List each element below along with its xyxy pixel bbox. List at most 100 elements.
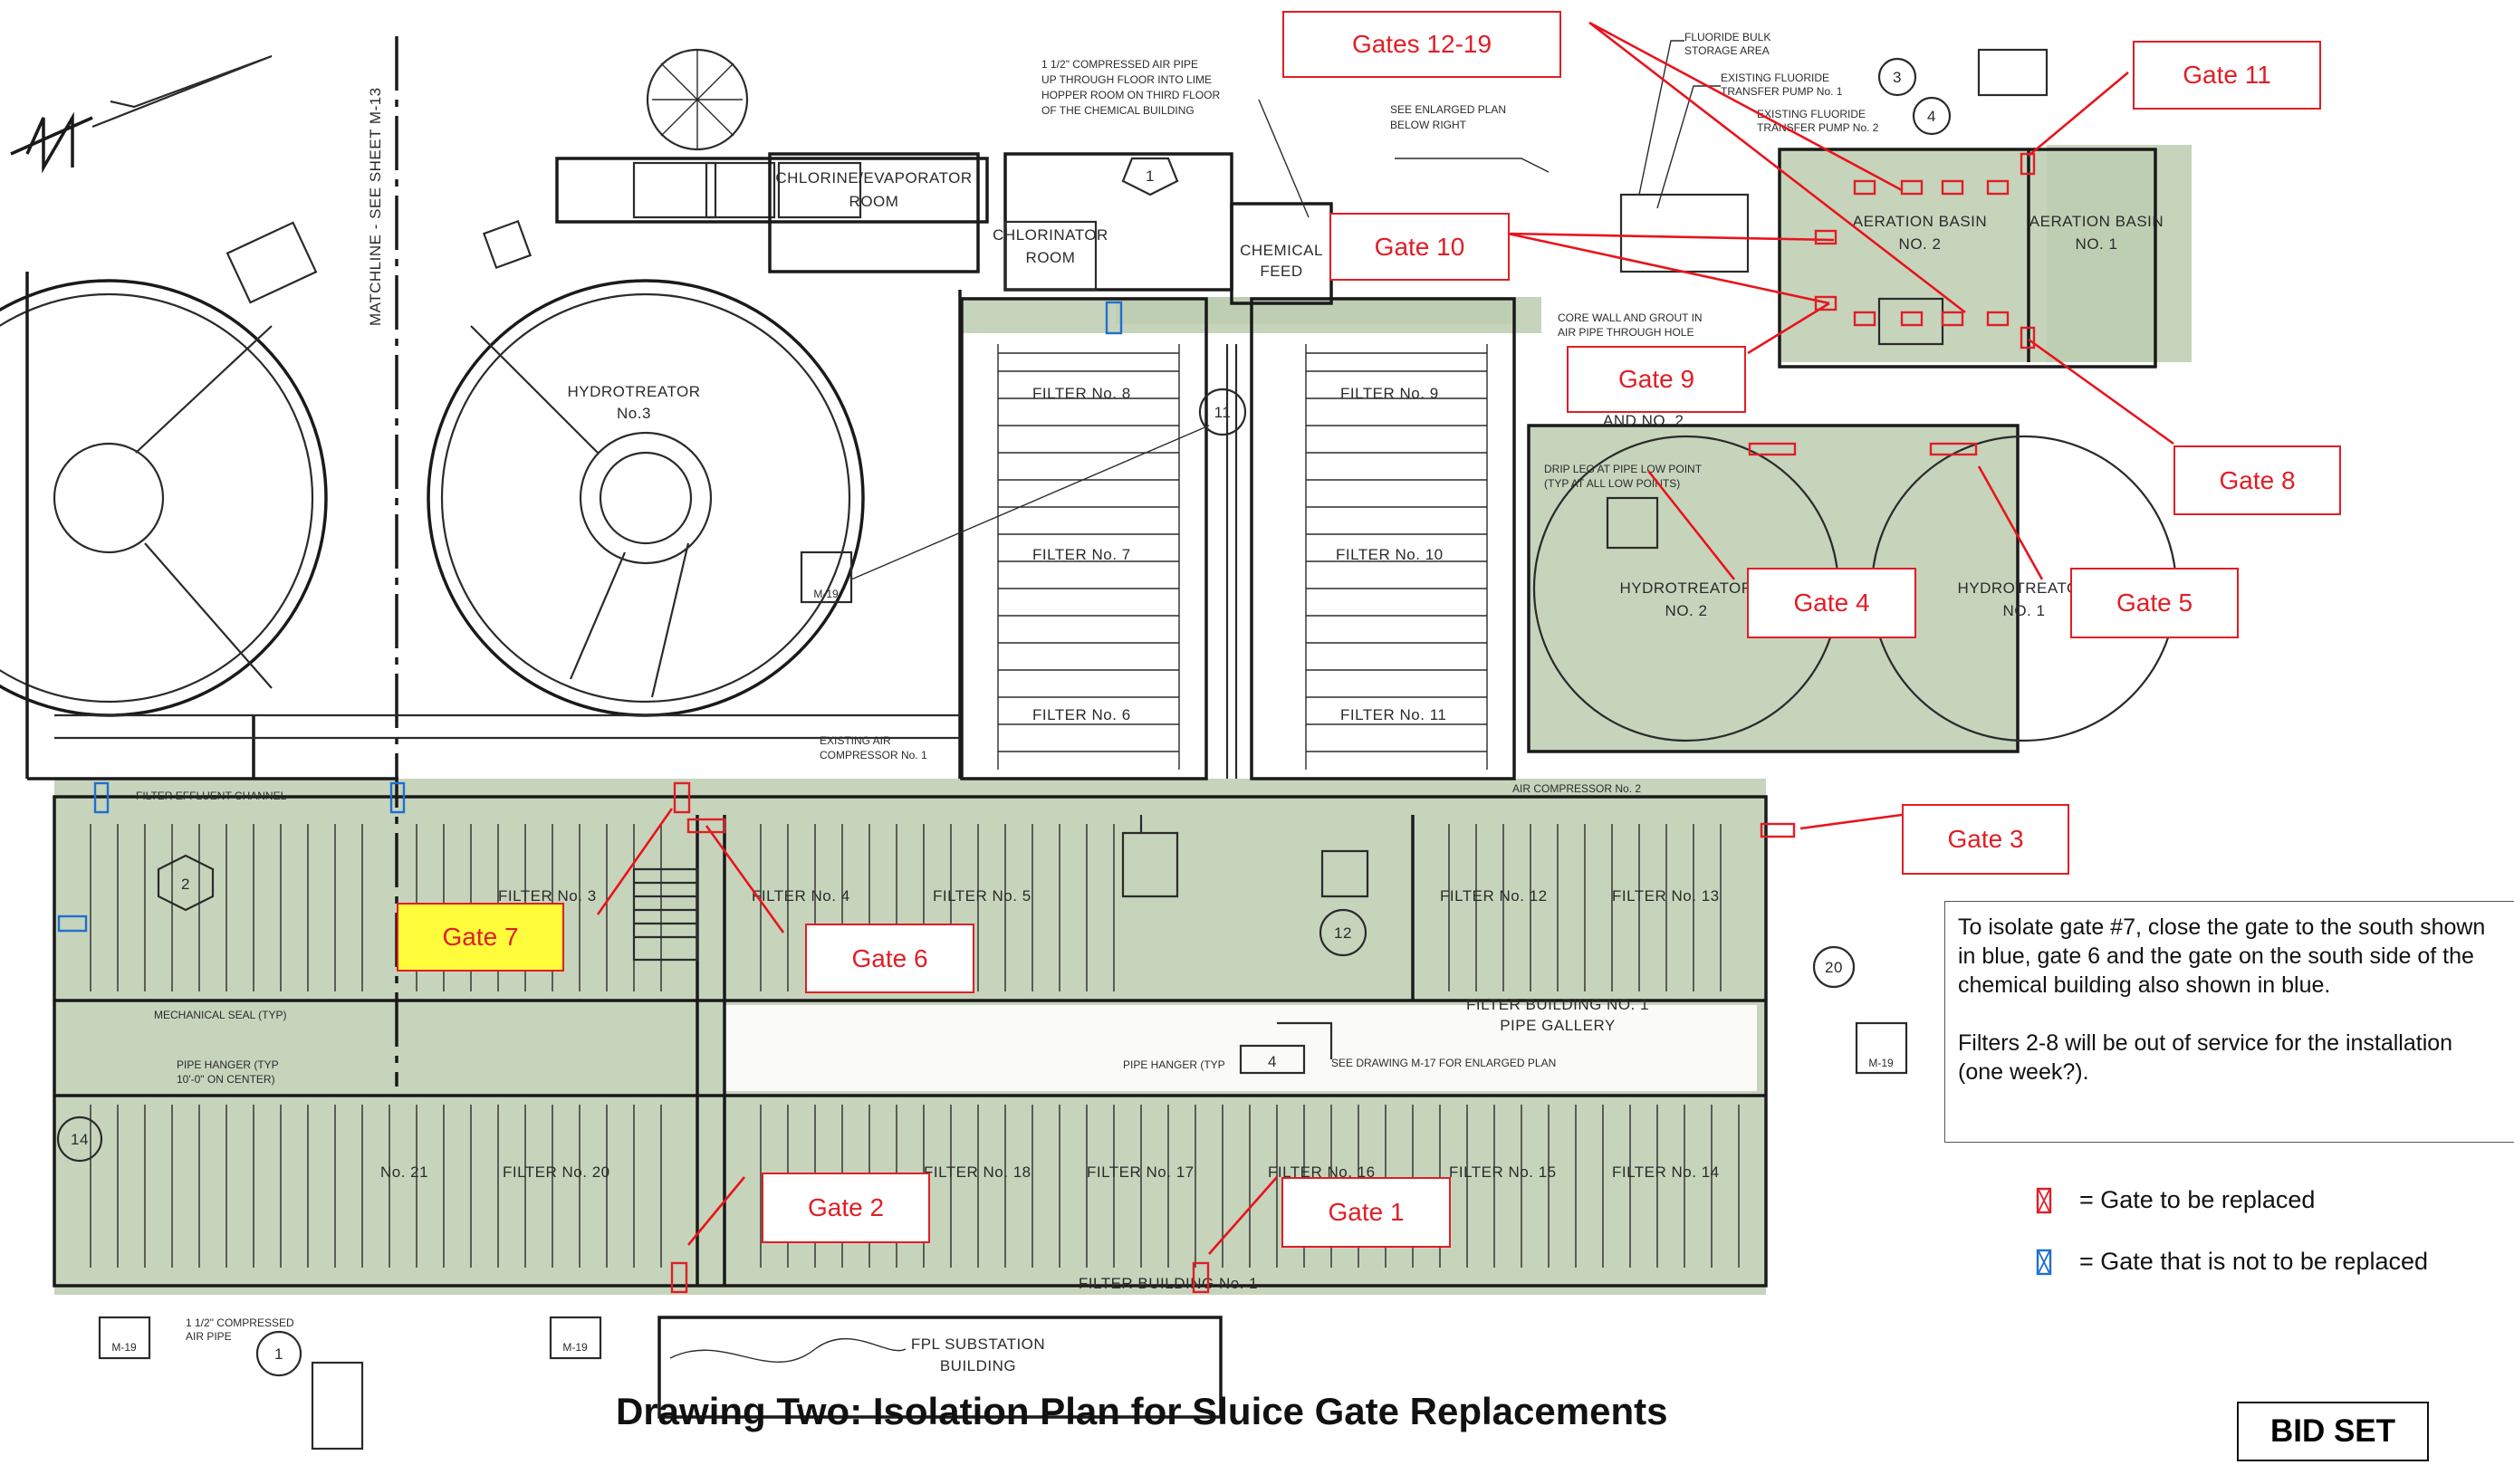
- svg-text:AIR PIPE THROUGH HOLE: AIR PIPE THROUGH HOLE: [1558, 326, 1694, 339]
- svg-text:HYDROTREATOR: HYDROTREATOR: [1619, 579, 1752, 597]
- svg-text:M-19: M-19: [111, 1341, 137, 1354]
- hydrotreators-1-2: HYDROTREATOR NO. 2 HYDROTREATOR NO. 1 AN…: [1527, 412, 2178, 753]
- svg-text:FILTER No. 9: FILTER No. 9: [1340, 385, 1439, 402]
- svg-text:SEE ENLARGED PLAN: SEE ENLARGED PLAN: [1390, 103, 1506, 116]
- svg-text:ROOM: ROOM: [849, 193, 899, 210]
- svg-text:CORE WALL AND GROUT IN: CORE WALL AND GROUT IN: [1558, 311, 1703, 324]
- svg-text:FEED: FEED: [1260, 263, 1302, 280]
- fpl-substation: FPL SUBSTATION BUILDING: [657, 1316, 1223, 1419]
- svg-text:DRIP LEG AT PIPE LOW POINT: DRIP LEG AT PIPE LOW POINT: [1544, 463, 1703, 475]
- svg-text:FLUORIDE BULK: FLUORIDE BULK: [1684, 31, 1770, 43]
- svg-text:HYDROTREATOR: HYDROTREATOR: [1957, 579, 2090, 597]
- svg-text:2: 2: [181, 876, 190, 893]
- filter-trough-lines: [997, 344, 1488, 770]
- svg-text:NO. 2: NO. 2: [1899, 235, 1942, 253]
- svg-text:STORAGE AREA: STORAGE AREA: [1684, 44, 1770, 57]
- callout-gate-2: Gate 2: [762, 1173, 930, 1243]
- svg-text:FILTER BUILDING No. 1: FILTER BUILDING No. 1: [1079, 1275, 1258, 1292]
- svg-text:SEE DRAWING M-17 FOR ENLARGED: SEE DRAWING M-17 FOR ENLARGED PLAN: [1331, 1057, 1556, 1069]
- svg-text:EXISTING AIR: EXISTING AIR: [820, 734, 891, 747]
- svg-text:AERATION BASIN: AERATION BASIN: [2029, 213, 2164, 230]
- svg-text:FILTER No. 4: FILTER No. 4: [752, 887, 850, 905]
- svg-text:NO. 1: NO. 1: [2003, 602, 2046, 619]
- svg-text:AIR COMPRESSOR No. 2: AIR COMPRESSOR No. 2: [1512, 782, 1641, 795]
- svg-text:OF THE CHEMICAL BUILDING: OF THE CHEMICAL BUILDING: [1041, 104, 1195, 117]
- svg-text:No. 21: No. 21: [380, 1163, 428, 1181]
- gate-markers: [57, 152, 2036, 1294]
- callout-gate-3: Gate 3: [1902, 804, 2069, 875]
- svg-text:FILTER No. 20: FILTER No. 20: [503, 1163, 610, 1181]
- svg-text:PIPE HANGER (TYP: PIPE HANGER (TYP: [177, 1058, 279, 1071]
- legend-replace-label: = Gate to be replaced: [2079, 1186, 2316, 1213]
- svg-text:1: 1: [274, 1345, 283, 1363]
- aeration-basins: AERATION BASIN NO. 2 AERATION BASIN NO. …: [1778, 148, 2164, 369]
- legend-keep-label: = Gate that is not to be replaced: [2079, 1248, 2429, 1275]
- drawing-title: Drawing Two: Isolation Plan for Sluice G…: [616, 1390, 1668, 1432]
- svg-text:12: 12: [1334, 924, 1352, 942]
- svg-text:EXISTING FLUORIDE: EXISTING FLUORIDE: [1721, 72, 1829, 84]
- svg-text:FILTER BUILDING NO. 1: FILTER BUILDING NO. 1: [1466, 996, 1649, 1013]
- svg-text:FILTER No. 7: FILTER No. 7: [1032, 546, 1131, 563]
- svg-text:FILTER EFFLUENT CHANNEL: FILTER EFFLUENT CHANNEL: [136, 790, 287, 802]
- svg-text:4: 4: [1927, 108, 1936, 125]
- svg-text:MECHANICAL SEAL (TYP): MECHANICAL SEAL (TYP): [154, 1009, 286, 1021]
- callout-gate-1: Gate 1: [1281, 1177, 1451, 1248]
- callout-gate-11: Gate 11: [2133, 41, 2321, 110]
- chlorinator-room: CHLORINATOR ROOM 1: [993, 152, 1233, 292]
- left-clarifier: [0, 279, 328, 717]
- hydrotreator-3: HYDROTREATOR No.3: [427, 279, 865, 717]
- svg-text:(TYP AT ALL LOW POINTS): (TYP AT ALL LOW POINTS): [1544, 477, 1680, 490]
- svg-text:PIPE HANGER (TYP: PIPE HANGER (TYP: [1123, 1058, 1225, 1071]
- svg-text:ROOM: ROOM: [1026, 249, 1076, 266]
- svg-text:M-19: M-19: [813, 588, 839, 600]
- svg-text:TRANSFER PUMP No. 1: TRANSFER PUMP No. 1: [1721, 85, 1843, 98]
- svg-text:4: 4: [1268, 1053, 1277, 1070]
- svg-text:FILTER No. 5: FILTER No. 5: [933, 887, 1032, 905]
- red-gate-icon: [2036, 1187, 2052, 1213]
- callout-gate-10: Gate 10: [1329, 213, 1510, 281]
- svg-text:NO. 1: NO. 1: [2076, 235, 2118, 253]
- svg-text:FILTER No. 11: FILTER No. 11: [1340, 706, 1446, 723]
- callout-gate-4: Gate 4: [1747, 568, 1916, 638]
- svg-text:FILTER No. 15: FILTER No. 15: [1449, 1163, 1557, 1181]
- isolation-note: To isolate gate #7, close the gate to th…: [1944, 901, 2514, 1143]
- callout-gate-9: Gate 9: [1567, 346, 1746, 413]
- svg-text:UP THROUGH FLOOR INTO LIME: UP THROUGH FLOOR INTO LIME: [1041, 73, 1212, 86]
- svg-text:14: 14: [71, 1131, 89, 1148]
- note-line-2: Filters 2-8 will be out of service for t…: [1958, 1030, 2453, 1085]
- svg-text:HOPPER ROOM ON THIRD FLOOR: HOPPER ROOM ON THIRD FLOOR: [1041, 89, 1220, 101]
- fluoride-area: FLUORIDE BULK STORAGE AREA EXISTING FLUO…: [1619, 31, 2049, 273]
- svg-text:CHLORINATOR: CHLORINATOR: [993, 226, 1108, 244]
- svg-text:EXISTING FLUORIDE: EXISTING FLUORIDE: [1757, 108, 1866, 120]
- svg-text:PIPE GALLERY: PIPE GALLERY: [1500, 1017, 1616, 1034]
- callout-gate-8: Gate 8: [2173, 445, 2341, 515]
- svg-text:1: 1: [1146, 168, 1155, 185]
- svg-text:1 1/2" COMPRESSED: 1 1/2" COMPRESSED: [186, 1316, 294, 1329]
- filter-building-1: FILTER No. 3 FILTER No. 4 FILTER No. 5 F…: [53, 782, 1908, 1292]
- chemical-feed-building: CHEMICAL FEED: [1230, 202, 1333, 305]
- svg-text:CHEMICAL: CHEMICAL: [1240, 242, 1323, 259]
- svg-text:M-19: M-19: [1868, 1057, 1894, 1069]
- callout-arrows: [596, 21, 2174, 1255]
- svg-text:BUILDING: BUILDING: [940, 1357, 1016, 1374]
- svg-text:AIR PIPE: AIR PIPE: [186, 1330, 232, 1343]
- svg-text:FILTER No. 3: FILTER No. 3: [498, 887, 597, 905]
- svg-text:FILTER No. 16: FILTER No. 16: [1268, 1163, 1376, 1181]
- svg-text:CHLORINE/EVAPORATOR: CHLORINE/EVAPORATOR: [775, 169, 972, 187]
- filter-block-upper: FILTER No. 8 FILTER No. 7 FILTER No. 6 F…: [800, 297, 1516, 780]
- svg-text:FILTER No. 12: FILTER No. 12: [1440, 887, 1548, 905]
- note-line-1: To isolate gate #7, close the gate to th…: [1958, 914, 2486, 998]
- svg-text:AND NO. 2: AND NO. 2: [1603, 412, 1684, 429]
- svg-text:FILTER No. 10: FILTER No. 10: [1336, 546, 1444, 563]
- svg-text:BELOW RIGHT: BELOW RIGHT: [1390, 119, 1467, 131]
- svg-text:FILTER No. 13: FILTER No. 13: [1612, 887, 1720, 905]
- svg-text:COMPRESSOR No. 1: COMPRESSOR No. 1: [820, 749, 927, 761]
- svg-text:11: 11: [1214, 404, 1232, 421]
- svg-text:1 1/2" COMPRESSED AIR PIPE: 1 1/2" COMPRESSED AIR PIPE: [1041, 58, 1198, 71]
- svg-text:FPL SUBSTATION: FPL SUBSTATION: [911, 1336, 1045, 1353]
- svg-text:M-19: M-19: [562, 1341, 588, 1354]
- north-arrow-icon: [10, 54, 273, 174]
- svg-text:3: 3: [1893, 69, 1902, 86]
- svg-text:AERATION BASIN: AERATION BASIN: [1853, 213, 1987, 230]
